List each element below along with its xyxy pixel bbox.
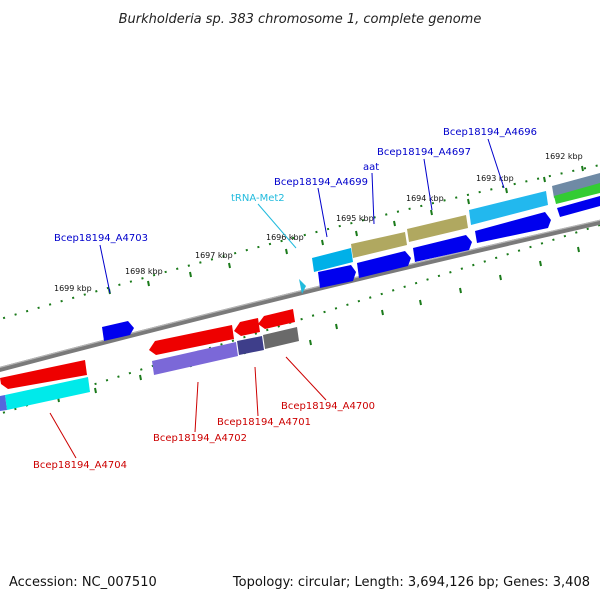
cog-bar-a4696 [469, 191, 548, 225]
cds-arrow-a4704 [0, 360, 87, 389]
cog-bar-a4697 [407, 215, 468, 242]
cog-bar-a4704 [5, 377, 90, 410]
cog-bar-a4695-green [554, 183, 600, 204]
cog-bar-aat [351, 232, 407, 258]
cds-arrow-a4695 [557, 196, 600, 217]
trna-met2-mark [299, 279, 306, 294]
label-bcep18194-a4704: Bcep18194_A4704 [33, 460, 127, 471]
outer-major-ticks [108, 165, 584, 295]
cog-bar-a4695-grey [552, 173, 600, 198]
cog-bar-a4701 [237, 336, 264, 355]
cds-arrow-a4702 [149, 325, 234, 355]
tick-label-1692: 1692 kbp [545, 152, 583, 161]
tick-label-1694: 1694 kbp [406, 194, 444, 203]
tick-labels: 1699 kbp 1698 kbp 1697 kbp 1696 kbp 1695… [54, 152, 583, 293]
outer-tick-ring [0, 164, 600, 321]
label-bcep18194-a4696: Bcep18194_A4696 [443, 127, 537, 138]
cog-bar-a4700 [263, 327, 299, 349]
label-bcep18194-a4697: Bcep18194_A4697 [377, 147, 471, 158]
cds-arrow-a4701 [234, 318, 260, 336]
map-title: Burkholderia sp. 383 chromosome 1, compl… [119, 12, 482, 27]
label-bcep18194-a4702: Bcep18194_A4702 [153, 433, 247, 444]
cog-bar-a4704-left [0, 395, 7, 411]
forward-gene-labels: Bcep18194_A4703 tRNA-Met2 Bcep18194_A469… [54, 127, 537, 244]
genome-summary-text: Topology: circular; Length: 3,694,126 bp… [232, 575, 590, 590]
tick-label-1696: 1696 kbp [266, 233, 304, 242]
cds-arrow-a4699 [318, 265, 356, 288]
label-bcep18194-a4700: Bcep18194_A4700 [281, 401, 375, 412]
tick-label-1698: 1698 kbp [125, 267, 163, 276]
cds-arrow-aat [357, 251, 411, 278]
inner-tick-ring [0, 224, 600, 415]
tick-label-1693: 1693 kbp [476, 174, 514, 183]
reverse-strand-features [0, 309, 299, 411]
label-trna-met2: tRNA-Met2 [231, 193, 285, 204]
tick-label-1697: 1697 kbp [195, 251, 233, 260]
cog-bar-a4699 [312, 248, 353, 272]
label-bcep18194-a4699: Bcep18194_A4699 [274, 177, 368, 188]
label-aat: aat [363, 162, 379, 173]
accession-text: Accession: NC_007510 [9, 575, 157, 590]
chromosome-backbone [0, 219, 600, 372]
label-bcep18194-a4701: Bcep18194_A4701 [217, 417, 311, 428]
reverse-gene-labels: Bcep18194_A4704 Bcep18194_A4702 Bcep1819… [33, 401, 375, 471]
tick-label-1699: 1699 kbp [54, 284, 92, 293]
cds-arrow-a4697 [413, 235, 472, 262]
cds-arrow-a4700 [258, 309, 295, 329]
chromosome-backbone-highlight [0, 219, 600, 368]
cds-arrow-a4703 [102, 321, 134, 341]
label-bcep18194-a4703: Bcep18194_A4703 [54, 233, 148, 244]
label-leader-lines [49, 138, 505, 459]
tick-label-1695: 1695 kbp [336, 214, 374, 223]
forward-strand-features [102, 173, 600, 341]
cds-arrow-a4696 [475, 212, 551, 243]
cog-bar-a4702 [152, 342, 238, 375]
